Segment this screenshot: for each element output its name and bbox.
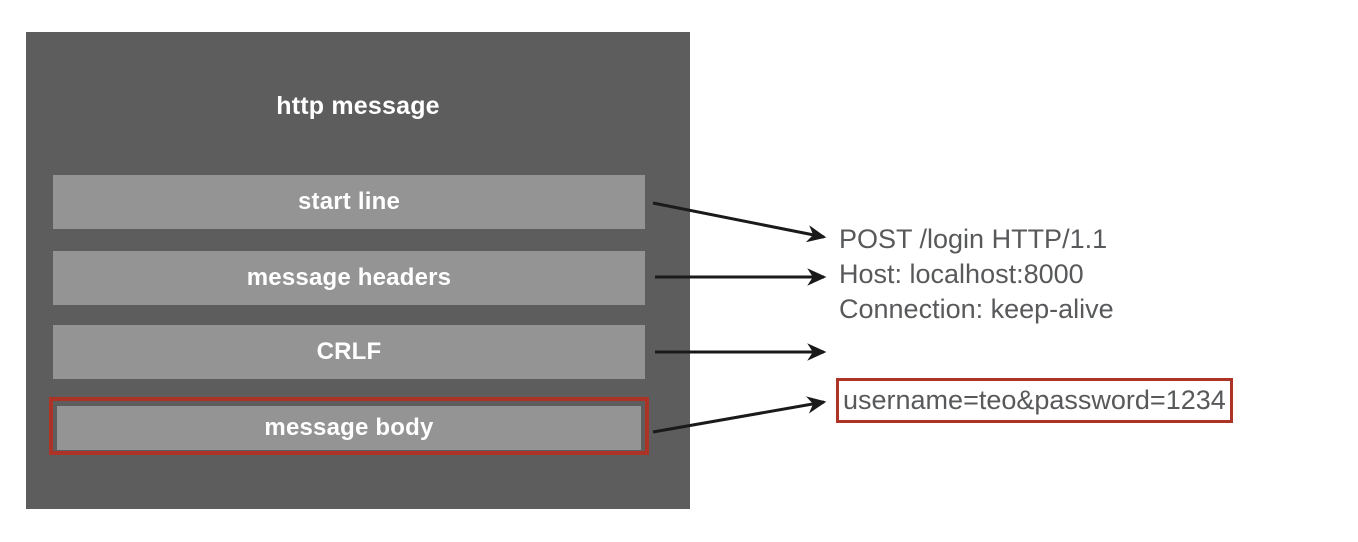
example-start-line: POST /login HTTP/1.1 [839,224,1108,254]
example-body-highlight: username=teo&password=1234 [836,378,1233,423]
http-message-container: http message start line message headers … [26,32,690,509]
example-message-text: POST /login HTTP/1.1 Host: localhost:800… [839,222,1114,327]
section-bar-message-body: message body [57,406,641,450]
section-label-message-body: message body [264,414,434,441]
section-bar-message-headers: message headers [53,251,645,305]
section-label-start-line: start line [297,188,401,215]
section-bar-message-body-highlight: message body [49,397,649,455]
section-label-crlf: CRLF [316,338,382,365]
example-header-host: Host: localhost:8000 [839,259,1084,289]
section-bar-crlf: CRLF [53,325,645,379]
page-title: http message [276,92,440,120]
section-label-message-headers: message headers [246,264,452,291]
section-bar-start-line: start line [53,175,645,229]
example-body-text: username=teo&password=1234 [843,385,1226,415]
example-header-connection: Connection: keep-alive [839,294,1114,324]
